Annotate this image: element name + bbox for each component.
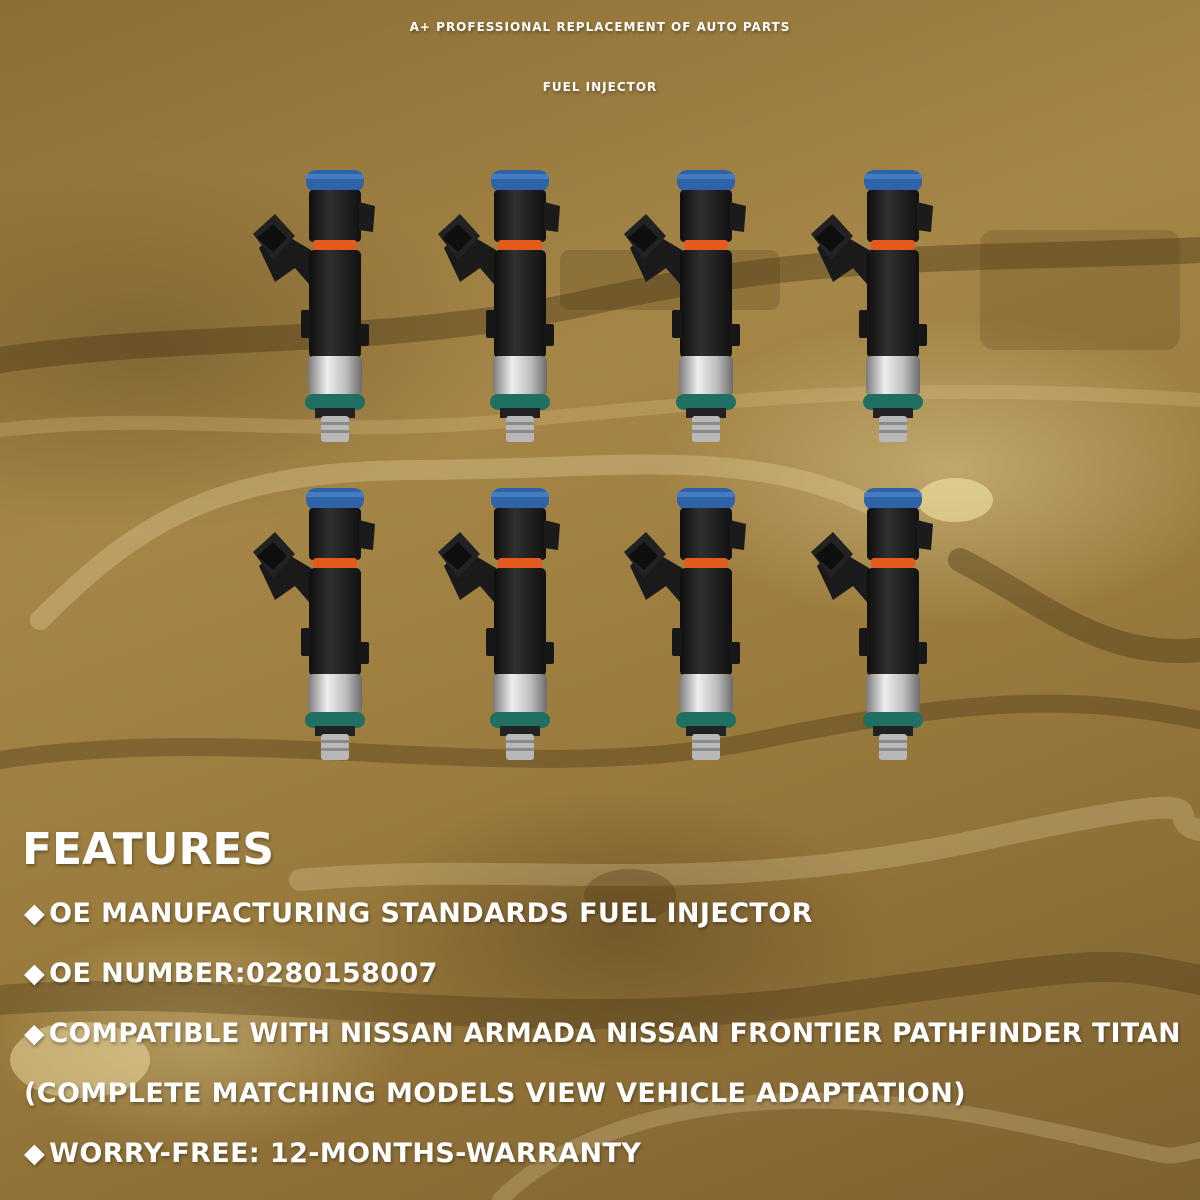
- engine-hose: [0, 237, 1200, 373]
- feature-item: ◆WORRY-FREE: 12-MONTHS-WARRANTY: [24, 1138, 641, 1169]
- reservoir-cap: [10, 1022, 150, 1098]
- fuel-injector: [438, 170, 560, 442]
- features-heading: FEATURES: [22, 824, 275, 875]
- feature-text: OE NUMBER:0280158007: [49, 958, 438, 989]
- coolant-cap: [917, 478, 993, 522]
- fuel-injector: [811, 488, 933, 760]
- engine-hose: [948, 548, 1200, 664]
- fuel-injector: [624, 488, 746, 760]
- feature-continuation: (COMPLETE MATCHING MODELS VIEW VEHICLE A…: [24, 1078, 966, 1109]
- engine-hose: [492, 1092, 1200, 1200]
- fuel-injector: [253, 488, 375, 760]
- diamond-bullet-icon: ◆: [24, 958, 46, 989]
- feature-text: OE MANUFACTURING STANDARDS FUEL INJECTOR: [49, 898, 813, 929]
- engine-cover: [980, 230, 1180, 350]
- fuel-injector: [624, 170, 746, 442]
- fuel-injector: [811, 170, 933, 442]
- diamond-bullet-icon: ◆: [24, 1018, 45, 1049]
- feature-text: WORRY-FREE: 12-MONTHS-WARRANTY: [49, 1138, 642, 1169]
- fuel-injector: [438, 488, 560, 760]
- feature-item: ◆OE NUMBER:0280158007: [24, 958, 438, 989]
- feature-item: ◆COMPATIBLE WITH NISSAN ARMADA NISSAN FR…: [24, 1018, 1181, 1049]
- diamond-bullet-icon: ◆: [24, 1138, 46, 1169]
- fuel-injector: [253, 170, 375, 442]
- feature-text: COMPATIBLE WITH NISSAN ARMADA NISSAN FRO…: [48, 1018, 1181, 1049]
- engine-cap: [584, 869, 676, 921]
- feature-item: ◆OE MANUFACTURING STANDARDS FUEL INJECTO…: [24, 898, 813, 929]
- engine-hose: [289, 796, 1200, 891]
- diamond-bullet-icon: ◆: [24, 898, 46, 929]
- page-subtitle: FUEL INJECTOR: [542, 80, 658, 94]
- engine-hose: [0, 384, 1200, 437]
- engine-hose: [0, 951, 1200, 1030]
- page-title: A+ PROFESSIONAL REPLACEMENT OF AUTO PART…: [409, 20, 791, 34]
- engine-hose: [30, 454, 910, 630]
